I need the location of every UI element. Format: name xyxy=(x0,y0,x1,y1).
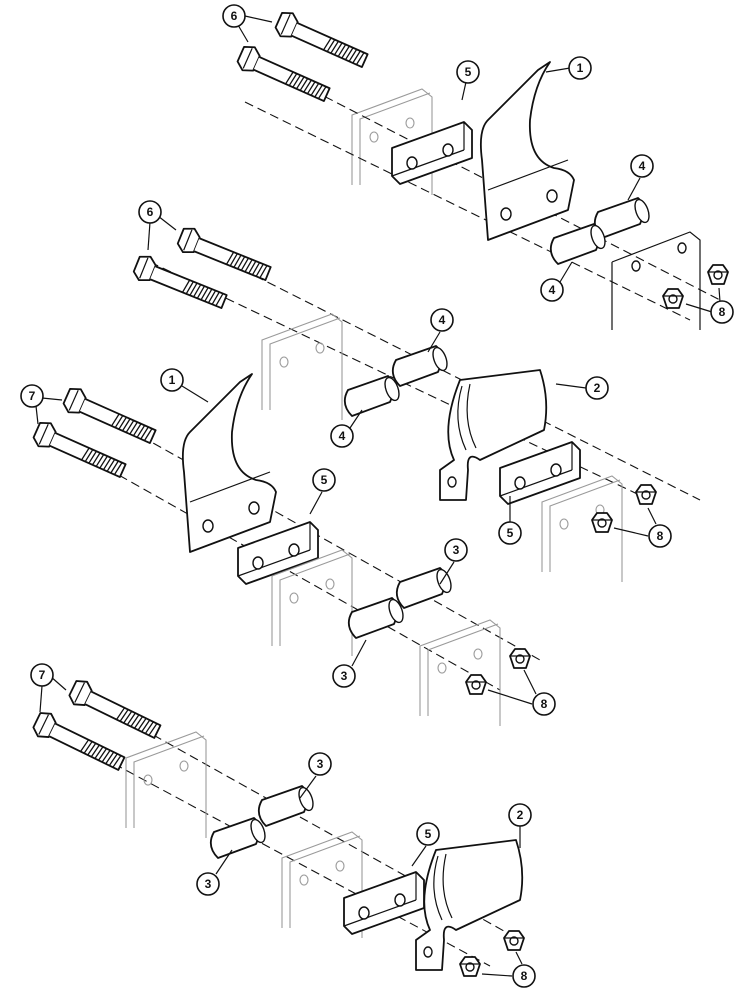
bolt xyxy=(29,708,129,776)
axis-line xyxy=(244,101,691,321)
svg-text:8: 8 xyxy=(521,969,528,983)
mounting-frame xyxy=(261,313,343,421)
callout-1: 1 xyxy=(545,56,592,80)
svg-text:6: 6 xyxy=(147,205,154,219)
callout-8: 8 xyxy=(481,951,536,988)
callout-8: 8 xyxy=(613,507,672,548)
spacer xyxy=(347,596,407,639)
nut xyxy=(503,930,525,951)
callout-3: 3 xyxy=(439,538,468,585)
spacer xyxy=(209,816,269,859)
assembly-group-upper-middle xyxy=(130,224,701,583)
svg-text:1: 1 xyxy=(169,373,176,387)
bolt xyxy=(30,418,130,483)
callout-4: 4 xyxy=(540,261,573,302)
svg-text:5: 5 xyxy=(321,473,328,487)
callouts: 6 5 1 4 4 8 xyxy=(20,4,734,988)
callout-5: 5 xyxy=(498,496,522,545)
callout-8: 8 xyxy=(487,669,556,716)
callout-5: 5 xyxy=(456,60,480,101)
bolt xyxy=(130,252,231,314)
nut xyxy=(662,288,684,309)
callout-5: 5 xyxy=(411,822,440,867)
spacer xyxy=(257,784,317,827)
shoe xyxy=(415,839,524,971)
svg-text:4: 4 xyxy=(339,429,346,443)
bracket xyxy=(479,61,575,241)
svg-text:7: 7 xyxy=(39,668,46,682)
nut xyxy=(591,512,613,533)
spacer xyxy=(391,344,451,387)
assembly-group-bottom xyxy=(29,676,525,977)
svg-text:8: 8 xyxy=(541,697,548,711)
callout-1: 1 xyxy=(160,368,209,403)
svg-text:3: 3 xyxy=(205,877,212,891)
callout-2: 2 xyxy=(555,376,609,400)
callout-4: 4 xyxy=(330,409,363,448)
callout-3: 3 xyxy=(299,752,332,799)
spacer xyxy=(593,196,653,239)
svg-text:3: 3 xyxy=(453,543,460,557)
nut xyxy=(509,648,531,669)
mounting-frame xyxy=(611,231,701,330)
mounting-frame xyxy=(125,731,207,839)
assembly-group-top xyxy=(234,8,729,330)
mounting-frame xyxy=(541,475,623,583)
svg-text:6: 6 xyxy=(231,9,238,23)
svg-text:4: 4 xyxy=(639,159,646,173)
svg-text:7: 7 xyxy=(29,389,36,403)
svg-text:5: 5 xyxy=(465,65,472,79)
svg-text:5: 5 xyxy=(507,526,514,540)
nut xyxy=(635,484,657,505)
svg-text:4: 4 xyxy=(439,313,446,327)
svg-text:8: 8 xyxy=(657,529,664,543)
plate xyxy=(499,441,581,505)
spacer xyxy=(395,566,455,609)
axis-line xyxy=(149,261,651,501)
bolt xyxy=(234,42,334,107)
svg-text:8: 8 xyxy=(719,305,726,319)
nut xyxy=(459,956,481,977)
bolt xyxy=(272,8,372,73)
svg-text:3: 3 xyxy=(341,669,348,683)
callout-7: 7 xyxy=(30,663,67,713)
callout-3: 3 xyxy=(196,849,233,896)
assembly-group-lower-middle xyxy=(30,373,541,727)
spacer xyxy=(549,222,609,265)
axis-line xyxy=(249,57,721,301)
svg-text:2: 2 xyxy=(517,808,524,822)
callout-4: 4 xyxy=(627,154,654,201)
svg-text:3: 3 xyxy=(317,757,324,771)
mounting-frame xyxy=(419,619,501,727)
svg-text:1: 1 xyxy=(577,61,584,75)
callout-8: 8 xyxy=(685,287,734,324)
plate xyxy=(343,871,425,935)
callout-2: 2 xyxy=(508,803,532,848)
axis-line xyxy=(79,401,541,661)
svg-text:5: 5 xyxy=(425,827,432,841)
callout-7: 7 xyxy=(20,384,63,425)
callout-4: 4 xyxy=(427,308,454,353)
spacer xyxy=(343,374,403,417)
svg-text:2: 2 xyxy=(594,381,601,395)
callout-6: 6 xyxy=(222,4,273,43)
callout-3: 3 xyxy=(332,639,367,688)
nut xyxy=(465,674,487,695)
bolt xyxy=(174,224,275,286)
plate xyxy=(237,521,319,585)
nut xyxy=(707,264,729,285)
bolt xyxy=(65,676,165,744)
svg-text:4: 4 xyxy=(549,283,556,297)
bolt xyxy=(60,384,160,449)
callout-5: 5 xyxy=(309,468,336,515)
callout-6: 6 xyxy=(138,200,177,251)
